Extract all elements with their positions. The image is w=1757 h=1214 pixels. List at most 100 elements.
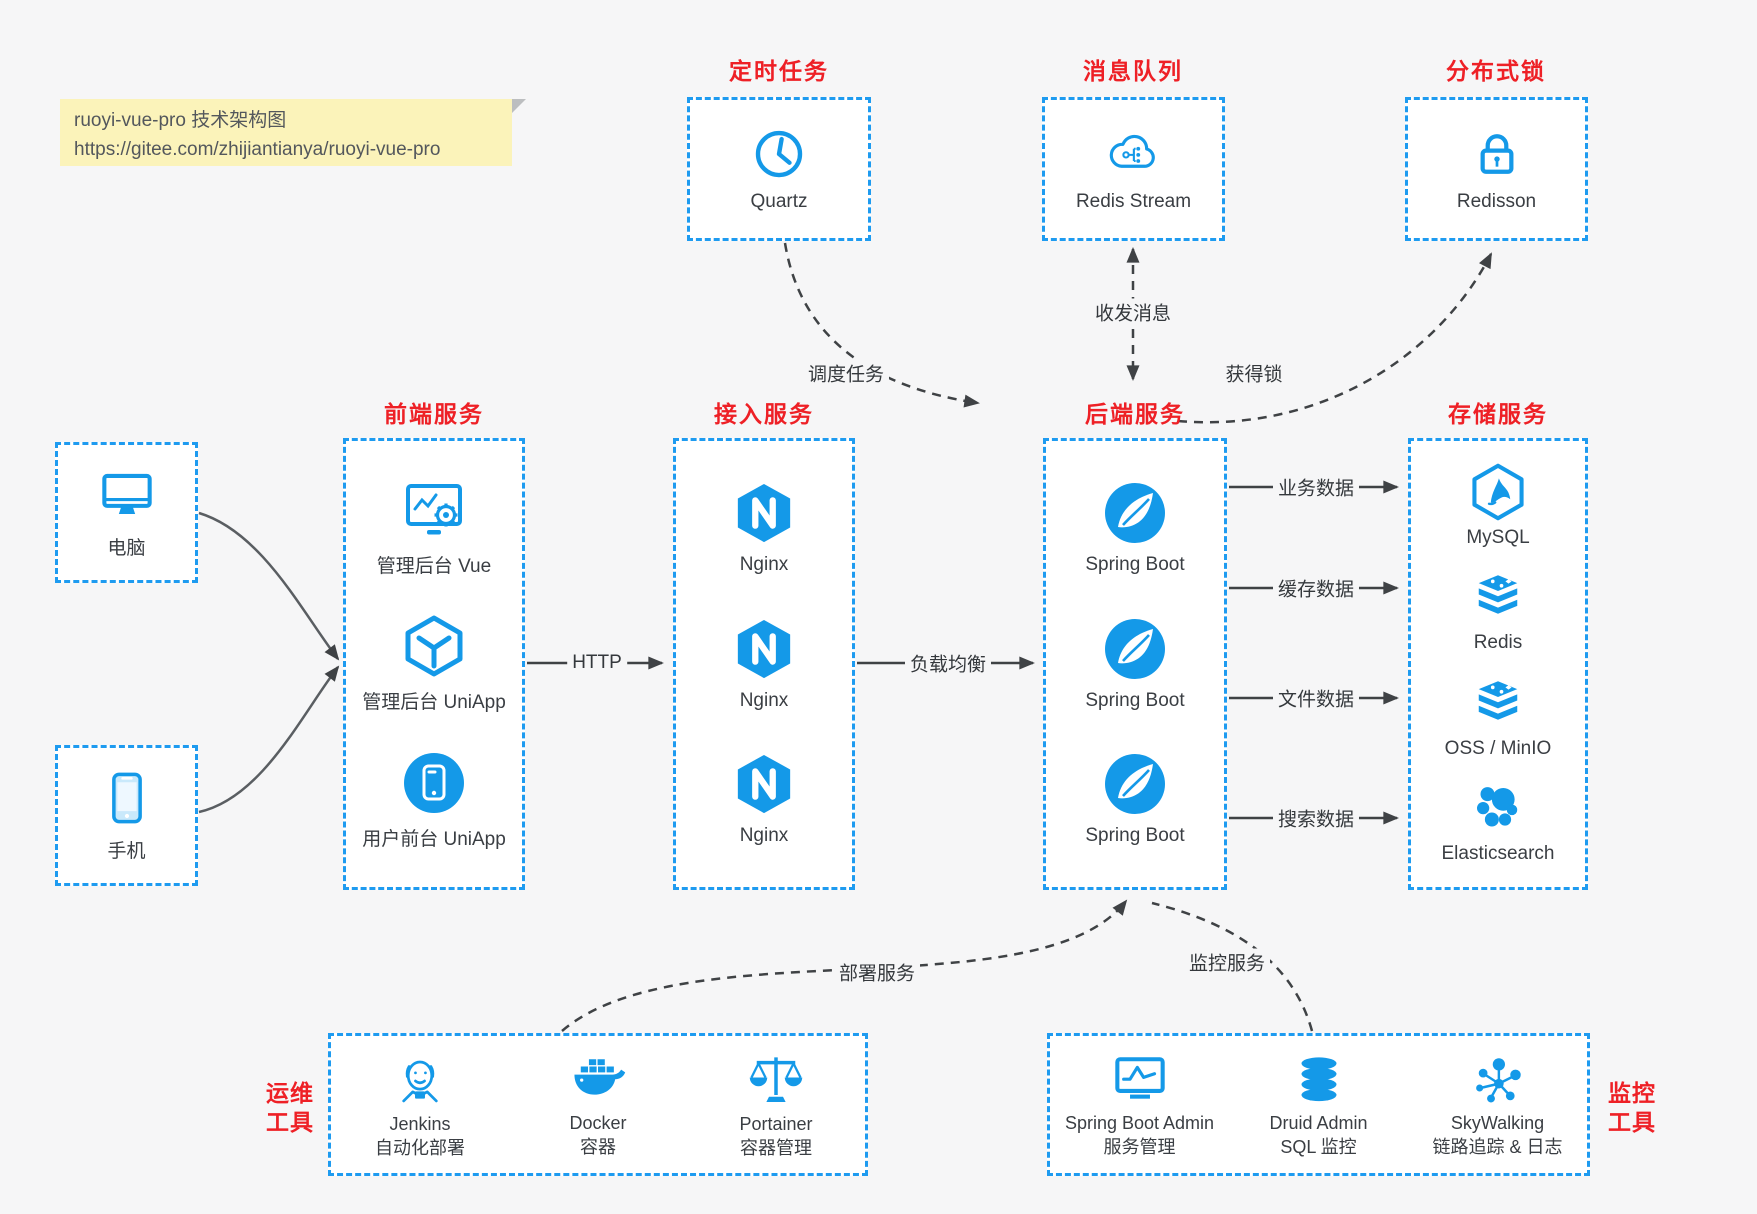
item-label: Quartz [750,190,808,212]
group-lock-box: Redisson [1405,97,1588,241]
note-fold-corner [512,99,526,113]
client-phone-box: 手机 [55,745,198,886]
item-label: Docker [569,1112,627,1133]
item-label: Druid Admin [1269,1112,1368,1133]
edge-phone-to-frontend [198,665,340,814]
item-label: SkyWalking [1450,1112,1545,1133]
item-docker: Docker 容器 [509,1052,687,1158]
item-nginx-2: Nginx [733,617,795,712]
item-label: Jenkins [389,1113,451,1134]
item-phone: 手机 [99,769,155,863]
monitor-chart-icon [1114,1056,1165,1099]
item-oss-minio: OSS / MinIO [1444,676,1552,760]
client-computer-box: 电脑 [55,442,198,583]
spring-boot-leaf-icon [1104,618,1165,679]
item-label: Spring Boot Admin [1064,1112,1215,1133]
item-springboot-1: Spring Boot [1085,481,1185,576]
uniapp-hexagon-icon [405,615,463,677]
group-monitoring-box: Spring Boot Admin 服务管理 Druid Admin SQL 监… [1047,1033,1590,1176]
spring-boot-leaf-icon [1104,753,1165,814]
group-frontend-box: 管理后台 Vue 管理后台 UniApp 用户前台 UniApp [343,438,525,890]
item-sublabel: 服务管理 [1103,1136,1176,1157]
edge-label-http: HTTP [567,652,627,674]
jenkins-butler-icon [402,1060,438,1102]
item-user-uniapp: 用户前台 UniApp [362,751,506,851]
edge-label-cache-data: 缓存数据 [1272,574,1360,602]
spring-boot-leaf-icon [1104,483,1165,544]
mysql-dolphin-hexagon-icon [1472,463,1524,520]
group-title-timer: 定时任务 [729,58,829,84]
elasticsearch-cluster-icon [1477,787,1518,827]
item-label: Nginx [739,554,789,576]
portainer-scales-icon [749,1056,803,1102]
edge-label-acquire-lock: 获得锁 [1220,359,1288,387]
item-portainer: Portainer 容器管理 [687,1051,865,1159]
group-ops-box: Jenkins 自动化部署 Docker 容器 [328,1033,868,1176]
nginx-hexagon-icon [737,484,791,543]
group-title-frontend: 前端服务 [384,401,484,427]
item-spring-boot-admin: Spring Boot Admin 服务管理 [1050,1052,1229,1158]
item-admin-vue: 管理后台 Vue [377,478,491,578]
note-url: https://gitee.com/zhijiantianya/ruoyi-vu… [74,138,441,160]
monitoring-side-label: 监控 工具 [1608,1080,1656,1135]
item-label: MySQL [1466,526,1530,548]
note-title: ruoyi-vue-pro 技术架构图 [74,110,287,131]
item-sublabel: 容器 [580,1136,616,1157]
edge-label-schedule: 调度任务 [802,359,890,387]
desktop-computer-icon [101,473,152,514]
item-label: OSS / MinIO [1444,737,1552,759]
item-jenkins: Jenkins 自动化部署 [331,1051,509,1159]
redis-stream-cloud-icon [1110,134,1156,168]
item-admin-uniapp: 管理后台 UniApp [362,614,506,714]
item-redis-stream: Redis Stream [1076,126,1191,213]
group-title-storage: 存储服务 [1448,401,1548,427]
item-label: Redis [1473,632,1523,654]
item-label: 手机 [107,840,146,862]
item-sublabel: 自动化部署 [375,1137,465,1158]
group-title-mq: 消息队列 [1083,58,1183,84]
item-elasticsearch: Elasticsearch [1442,781,1555,865]
item-redisson: Redisson [1457,126,1536,213]
item-nginx-3: Nginx [733,752,795,847]
item-label: Nginx [739,689,789,711]
nginx-hexagon-icon [737,754,791,813]
skywalking-topology-icon [1475,1057,1521,1102]
group-timer-box: Quartz [687,97,871,241]
item-label: 用户前台 UniApp [362,828,506,850]
edge-label-file-data: 文件数据 [1272,684,1360,712]
edge-acquire-lock-arrow [1177,252,1493,424]
item-springboot-2: Spring Boot [1085,617,1185,712]
item-sublabel: 容器管理 [740,1137,812,1158]
item-label: Elasticsearch [1441,843,1555,865]
smartphone-icon [111,772,142,823]
group-title-gateway: 接入服务 [714,401,814,427]
edge-label-deploy: 部署服务 [833,958,921,986]
item-sublabel: SQL 监控 [1280,1136,1357,1157]
redis-stack-icon [1478,575,1518,614]
item-label: Spring Boot [1085,554,1185,576]
sticky-note: ruoyi-vue-pro 技术架构图 https://gitee.com/zh… [60,99,526,166]
storage-stack-icon [1478,681,1518,720]
item-redis: Redis [1469,570,1527,654]
edge-label-monitor: 监控服务 [1183,948,1271,976]
group-gateway-box: Nginx Nginx Nginx [673,438,855,890]
item-label: Portainer [739,1113,813,1134]
item-sublabel: 链路追踪 & 日志 [1432,1136,1563,1157]
edge-label-search-data: 搜索数据 [1272,804,1360,832]
item-label: 电脑 [107,537,146,559]
item-computer: 电脑 [97,466,157,560]
docker-whale-icon [574,1058,626,1095]
item-label: Spring Boot [1085,689,1185,711]
clock-icon [755,130,803,177]
item-druid-admin: Druid Admin SQL 监控 [1229,1052,1408,1158]
user-app-phone-circle-icon [403,752,464,813]
item-mysql: MySQL [1466,463,1530,549]
item-label: Nginx [739,824,789,846]
padlock-icon [1480,133,1513,174]
edge-label-business-data: 业务数据 [1272,473,1360,501]
group-title-backend: 后端服务 [1085,401,1185,427]
group-mq-box: Redis Stream [1042,97,1225,241]
edge-computer-to-frontend [198,511,340,661]
edge-label-messages: 收发消息 [1089,298,1177,326]
